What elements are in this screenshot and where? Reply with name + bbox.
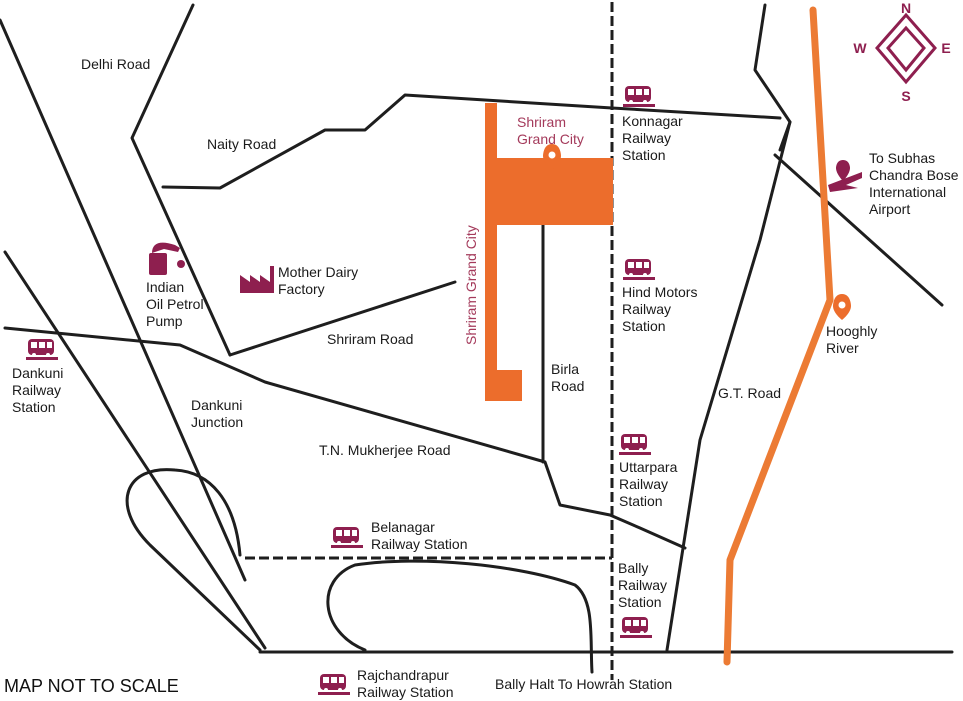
river-location-pin-icon xyxy=(833,294,851,320)
hind-motors-station-label: Hind Motors Railway Station xyxy=(622,284,698,334)
shriram-road xyxy=(228,280,457,357)
fuel-pump-icon xyxy=(149,242,185,275)
indian-oil-label: Indian Oil Petrol Pump xyxy=(146,279,204,329)
compass-s: S xyxy=(901,88,910,104)
bally-station-label: Bally Railway Station xyxy=(618,560,668,610)
dankuni-junction-label: Dankuni Junction xyxy=(191,397,244,430)
train-icon xyxy=(620,617,652,638)
gt-road xyxy=(665,120,792,652)
naity-road-label: Naity Road xyxy=(207,136,277,152)
airport-road xyxy=(773,153,944,307)
tn-mukherjee-road xyxy=(3,326,687,550)
right-upper-road xyxy=(753,3,792,152)
road-upper-left xyxy=(130,3,232,357)
tn-mukherjee-road-label: T.N. Mukherjee Road xyxy=(319,442,451,458)
compass-n: N xyxy=(901,0,911,16)
uttarpara-station-label: Uttarpara Railway Station xyxy=(619,459,678,509)
delhi-road-label: Delhi Road xyxy=(81,56,151,72)
gt-road-label: G.T. Road xyxy=(718,385,782,401)
belanagar-station-label: Belanagar Railway Station xyxy=(371,519,468,552)
shriram-road-label: Shriram Road xyxy=(327,331,414,347)
train-icon xyxy=(619,434,651,455)
mother-dairy-label: Mother Dairy Factory xyxy=(278,264,359,297)
belanagar-loop xyxy=(125,468,262,652)
train-icon xyxy=(623,86,655,107)
train-icon xyxy=(331,527,363,548)
airplane-location-icon xyxy=(828,160,862,192)
dankuni-station-label: Dankuni Railway Station xyxy=(12,365,64,415)
train-icon xyxy=(318,674,350,695)
factory-icon xyxy=(240,266,274,293)
hooghly-river xyxy=(723,6,834,666)
rajchandrapur-station-label: Rajchandrapur Railway Station xyxy=(357,667,454,700)
shriram-grand-city-side-label: Shriram Grand City xyxy=(463,225,479,345)
hooghly-river-label: Hooghly River xyxy=(826,323,878,356)
birla-road-label: Birla Road xyxy=(551,361,585,394)
bally-halt-label: Bally Halt To Howrah Station xyxy=(495,676,673,692)
train-icon xyxy=(26,339,58,360)
airport-label: To Subhas Chandra Bose International Air… xyxy=(869,150,959,217)
rajchandrapur-loop xyxy=(326,559,594,674)
shriram-grand-city-site xyxy=(485,103,613,401)
train-icon xyxy=(623,259,655,280)
konnagar-station-label: Konnagar Railway Station xyxy=(622,113,683,163)
compass-icon xyxy=(875,12,937,85)
compass-w: W xyxy=(853,40,867,56)
shriram-grand-city-label: Shriram Grand City xyxy=(517,114,584,147)
compass-e: E xyxy=(941,40,950,56)
left-diagonal-road xyxy=(3,250,267,650)
delhi-road xyxy=(0,18,247,582)
map-not-to-scale-note: MAP NOT TO SCALE xyxy=(4,676,179,696)
